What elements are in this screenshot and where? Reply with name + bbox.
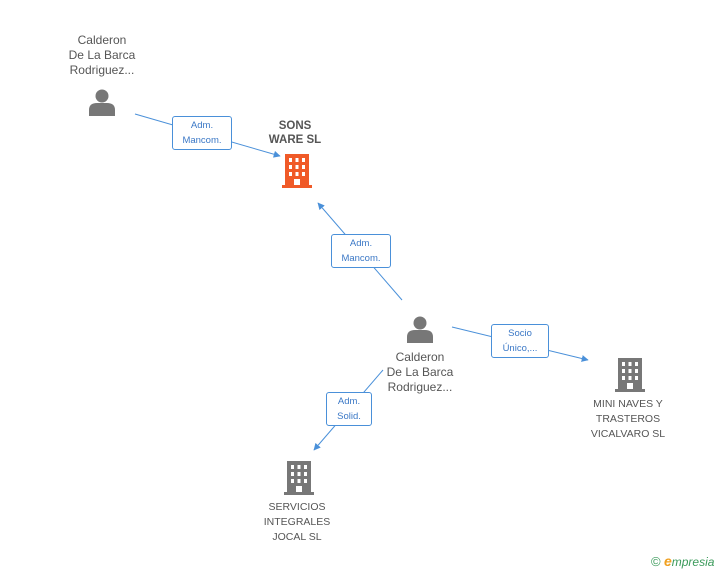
- person-center-name[interactable]: Calderon De La Barca Rodriguez...: [368, 350, 472, 395]
- person-center-name-line: De La Barca: [386, 365, 454, 379]
- company-mini-name-line: TRASTEROS: [595, 413, 661, 425]
- edge-label-center-to-mini[interactable]: Socio Único,...: [491, 324, 549, 358]
- edge-label-top-to-focus[interactable]: Adm. Mancom.: [172, 116, 232, 150]
- person-top-name-line: Rodriguez...: [69, 63, 135, 77]
- edge-label-line: Solid.: [337, 411, 361, 422]
- brand-text: mpresia: [671, 555, 715, 569]
- edge-label-center-to-servicios[interactable]: Adm. Solid.: [326, 392, 372, 426]
- person-top-name[interactable]: Calderon De La Barca Rodriguez...: [50, 33, 154, 78]
- edge-label-line: Socio: [508, 328, 532, 339]
- building-icon[interactable]: [284, 461, 314, 495]
- edge-label-line: Adm.: [337, 396, 361, 407]
- company-mini-name-line: MINI NAVES Y: [593, 398, 663, 410]
- person-top-name-line: De La Barca: [68, 48, 136, 62]
- edge-label-line: Adm.: [190, 120, 214, 131]
- company-servicios-name[interactable]: SERVICIOS INTEGRALES JOCAL SL: [246, 500, 348, 545]
- building-icon[interactable]: [282, 154, 312, 188]
- focus-company-name[interactable]: SONS WARE SL: [250, 119, 340, 147]
- building-icon[interactable]: [615, 358, 645, 392]
- edge-label-line: Único,...: [502, 343, 538, 354]
- focus-company-name-line: WARE SL: [268, 134, 322, 146]
- person-icon[interactable]: [89, 89, 115, 117]
- person-top-name-line: Calderon: [77, 33, 127, 47]
- company-servicios-name-line: SERVICIOS: [268, 501, 326, 513]
- edge-label-center-to-focus[interactable]: Adm. Mancom.: [331, 234, 391, 268]
- person-icon[interactable]: [407, 316, 433, 344]
- edge-label-line: Mancom.: [182, 135, 222, 146]
- person-center-name-line: Calderon: [395, 350, 445, 364]
- empresia-logo[interactable]: © empresia: [651, 553, 714, 569]
- edge-label-line: Mancom.: [341, 253, 381, 264]
- copyright-icon: ©: [651, 554, 661, 569]
- person-center-name-line: Rodriguez...: [387, 380, 453, 394]
- edge-label-line: Adm.: [349, 238, 373, 249]
- company-mini-name-line: VICALVARO SL: [590, 428, 666, 440]
- focus-company-name-line: SONS: [278, 120, 312, 132]
- company-mini-name[interactable]: MINI NAVES Y TRASTEROS VICALVARO SL: [575, 397, 681, 442]
- company-servicios-name-line: INTEGRALES: [263, 516, 331, 528]
- brand-e: e: [663, 553, 672, 569]
- company-servicios-name-line: JOCAL SL: [272, 531, 322, 543]
